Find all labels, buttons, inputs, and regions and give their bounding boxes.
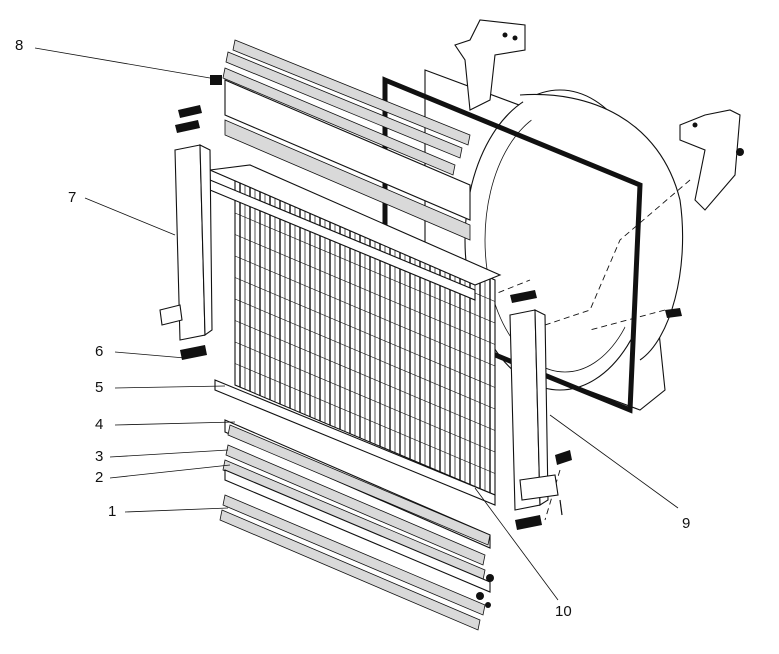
- radiator-tube-row: [234, 212, 496, 324]
- callout-4: 4: [95, 416, 103, 433]
- callout-10: 10: [555, 603, 572, 620]
- assembly-guide-lines: [479, 179, 691, 521]
- radiator-tube-row: [234, 255, 496, 367]
- callout-labels: 8 7 6 5 4 3 2 1 9 10: [15, 37, 690, 620]
- radiator-tube-row: [234, 341, 496, 453]
- callout-8: 8: [15, 37, 23, 54]
- radiator-tube-row: [234, 298, 496, 410]
- right-side-panel: [509, 290, 682, 530]
- top-mounting-bracket: [454, 19, 526, 111]
- callout-1: 1: [108, 503, 116, 520]
- callout-2: 2: [95, 469, 103, 486]
- callout-7: 7: [68, 189, 76, 206]
- callout-6: 6: [95, 343, 103, 360]
- radiator-tube-row: [234, 234, 496, 345]
- right-mounting-bracket: [679, 109, 744, 211]
- callout-3: 3: [95, 448, 103, 465]
- radiator-tube-row: [234, 363, 496, 474]
- lower-gasket-strips: [219, 424, 491, 631]
- callout-9: 9: [682, 515, 690, 532]
- callout-5: 5: [95, 379, 103, 396]
- upper-tank-plate: [207, 164, 502, 301]
- top-gasket-strips: [210, 39, 471, 241]
- left-side-panel: [159, 105, 213, 360]
- radiator-tube-row: [234, 277, 496, 388]
- radiator-tube-row: [234, 320, 496, 431]
- fastener-bolts: [476, 499, 563, 608]
- callout-leaders: [34, 47, 679, 601]
